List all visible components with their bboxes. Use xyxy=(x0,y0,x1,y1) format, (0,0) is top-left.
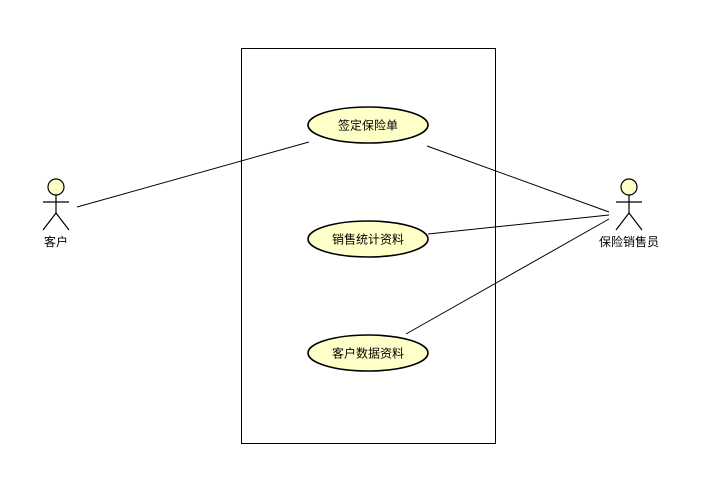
use-case-label: 客户数据资料 xyxy=(332,346,404,361)
use-case-label: 销售统计资料 xyxy=(332,232,404,247)
actor-customer[interactable]: 客户 xyxy=(42,178,70,249)
actor-figure-icon xyxy=(615,178,643,231)
use-case-sales-stats[interactable]: 销售统计资料 xyxy=(307,220,429,258)
actor-figure-icon xyxy=(42,178,70,231)
system-boundary xyxy=(241,48,496,444)
use-case-ellipse xyxy=(307,106,429,144)
actor-label: 保险销售员 xyxy=(599,234,659,249)
association-customer-sign xyxy=(76,141,310,208)
association-sales-stats xyxy=(427,214,610,235)
actor-label: 客户 xyxy=(44,234,68,249)
actor-sales-agent[interactable]: 保险销售员 xyxy=(599,178,659,249)
use-case-customer-data[interactable]: 客户数据资料 xyxy=(307,334,429,372)
association-sales-sign xyxy=(426,145,610,213)
use-case-ellipse xyxy=(307,220,429,258)
use-case-label: 签定保险单 xyxy=(338,118,398,133)
use-case-ellipse xyxy=(307,334,429,372)
use-case-sign-policy[interactable]: 签定保险单 xyxy=(307,106,429,144)
association-sales-data xyxy=(405,218,610,335)
